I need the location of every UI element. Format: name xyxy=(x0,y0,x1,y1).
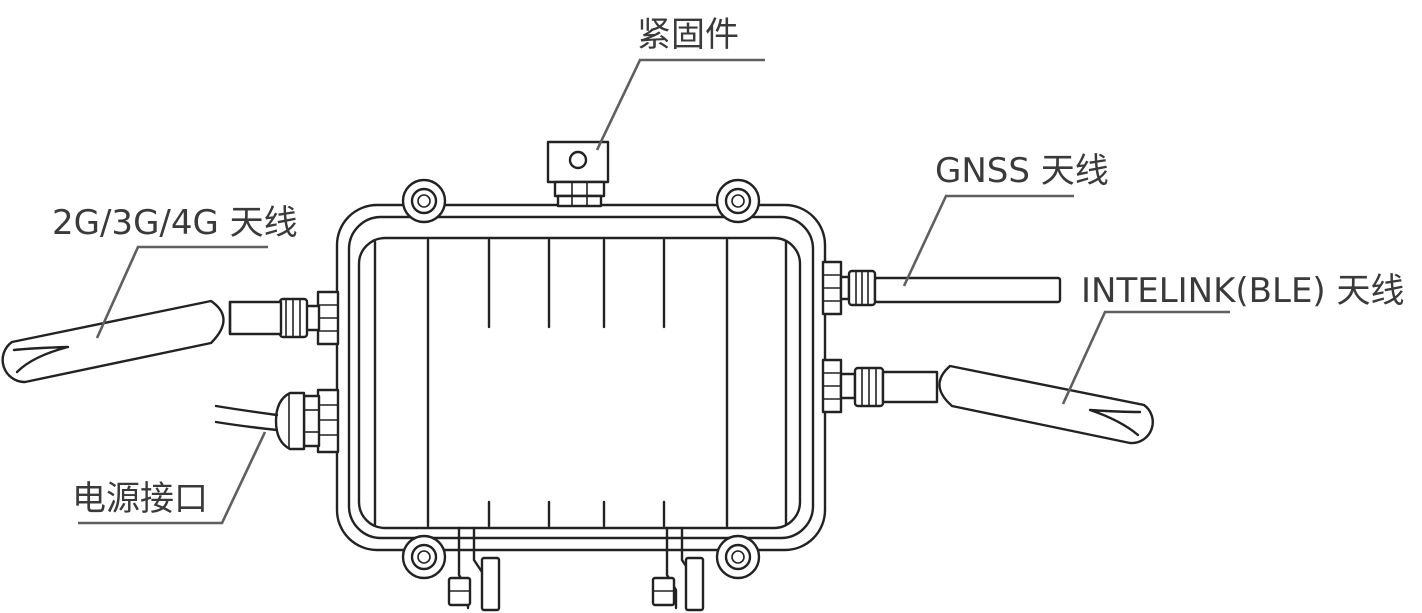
fastener-bracket xyxy=(546,140,610,208)
mounting-screw-top-left xyxy=(401,178,447,224)
gnss-antenna xyxy=(821,260,1062,316)
fastener-leader xyxy=(595,58,765,151)
ble-antenna xyxy=(821,358,1154,445)
gnss-antenna-leader xyxy=(902,194,1074,287)
cellular-antenna-label: 2G/3G/4G 天线 xyxy=(52,203,298,243)
fastener-label: 紧固件 xyxy=(637,15,739,55)
leader-lines xyxy=(78,58,1230,525)
power-port xyxy=(214,388,340,454)
power-port-leader xyxy=(78,431,267,525)
bottom-clamp-left xyxy=(447,526,501,612)
power-port-label: 电源接口 xyxy=(72,479,208,519)
ble-antenna-leader xyxy=(1061,310,1230,405)
cellular-antenna xyxy=(1,290,340,384)
ble-antenna-label: INTELINK(BLE) 天线 xyxy=(1081,271,1405,311)
mounting-screw-bottom-right xyxy=(715,534,761,580)
cellular-antenna-leader xyxy=(95,245,268,339)
mounting-screw-top-right xyxy=(715,178,761,224)
enclosure xyxy=(335,203,827,552)
bottom-clamp-right xyxy=(651,526,705,612)
gnss-antenna-label: GNSS 天线 xyxy=(935,151,1109,191)
mounting-screw-bottom-left xyxy=(401,534,447,580)
